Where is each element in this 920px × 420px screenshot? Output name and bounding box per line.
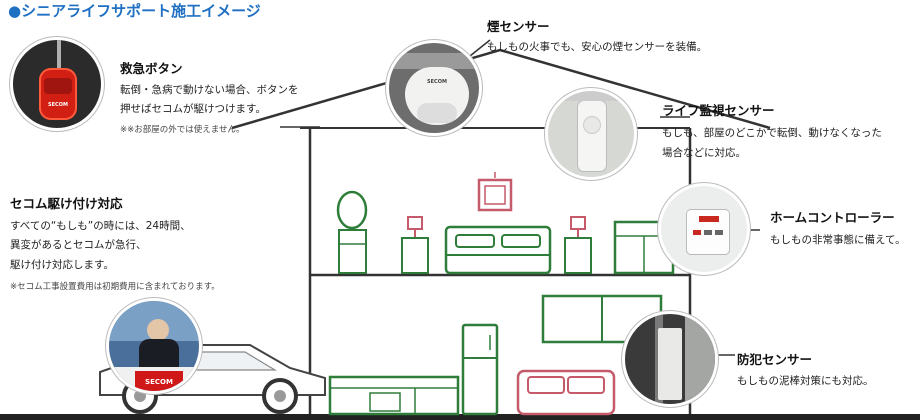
emergency-button-photo: SECOM <box>10 37 104 131</box>
smoke-sensor-photo: SECOM <box>386 40 482 136</box>
emergency-text-1: 転倒・急病で動けない場合、ボタンを <box>120 84 299 96</box>
security-text-1: もしもの泥棒対策にも対応。 <box>737 375 874 387</box>
security-sensor-photo <box>622 311 718 407</box>
lamp-left <box>407 216 423 230</box>
home-heading: ホームコントローラー <box>770 210 895 225</box>
smoke-text-1: もしもの火事でも、安心の煙センサーを装備。 <box>487 41 708 53</box>
emergency-note: ※※お部屋の外では使えません。 <box>120 125 245 135</box>
smoke-heading: 煙センサー <box>487 19 550 34</box>
secom-guard-photo: SECOM <box>106 298 202 394</box>
nightstand-left <box>401 237 429 274</box>
secom-note: ※セコム工事設置費用は初期費用に含まれております。 <box>10 282 220 292</box>
picture-frame <box>477 178 513 212</box>
page-title: ●シニアライフサポート施工イメージ <box>8 2 261 20</box>
roof <box>231 48 771 130</box>
life-text-1: もしも、部屋のどこかで転倒、動けなくなった <box>662 127 882 139</box>
mirror <box>336 190 368 230</box>
fridge <box>461 323 499 416</box>
life-text-2: 場合などに対応。 <box>662 147 746 159</box>
kitchen-counter <box>328 375 460 416</box>
smoke-sensor-brand-label: SECOM <box>427 79 447 85</box>
home-text-1: もしもの非常事態に備えて。 <box>770 234 906 246</box>
secom-text-2: 異変があるとセコムが急行、 <box>10 239 147 251</box>
lamp-right <box>570 216 586 230</box>
emergency-heading: 救急ボタン <box>120 61 183 76</box>
secom-heading: セコム駆け付け対応 <box>10 196 123 211</box>
dresser <box>338 229 367 274</box>
ground-line <box>0 414 920 420</box>
secom-text-1: すべての“もしも”の時には、24時間、 <box>10 220 191 232</box>
keyfob-brand-label: SECOM <box>48 102 68 108</box>
life-sensor-photo <box>545 88 637 180</box>
car-secom-logo: SECOM <box>145 378 173 386</box>
bed <box>444 225 552 275</box>
nightstand-right <box>564 237 592 274</box>
life-heading: ライフ監視センサー <box>662 103 775 118</box>
security-heading: 防犯センサー <box>737 352 813 367</box>
emergency-text-2: 押せばセコムが駆けつけます。 <box>120 103 266 115</box>
secom-text-3: 駆け付け対応します。 <box>10 259 114 271</box>
home-controller-photo <box>658 183 750 275</box>
